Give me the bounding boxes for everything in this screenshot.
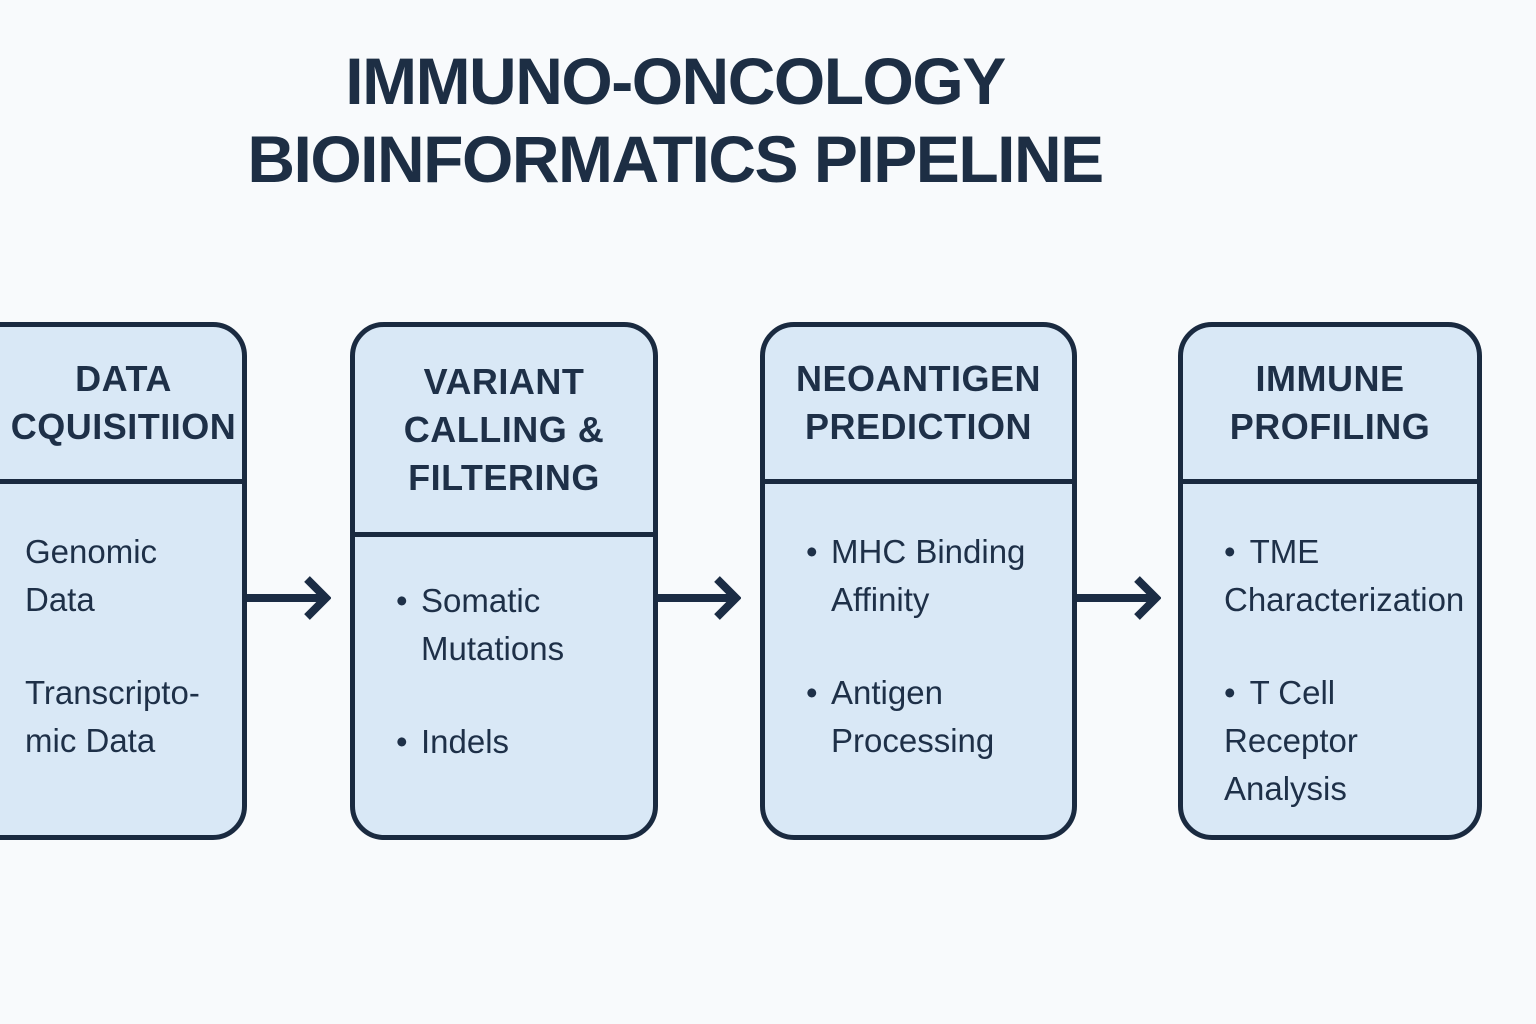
bullet-icon: • [806, 674, 818, 711]
bullet-icon: • [396, 582, 408, 619]
flow-right-arrow-icon [1077, 576, 1161, 620]
list-item-line: Mutations [421, 630, 565, 667]
list-item-line: Characterization [1224, 581, 1465, 618]
list-item-line: Affinity [831, 581, 930, 618]
list-item-line: Somatic [421, 582, 541, 619]
bullet-icon: • [396, 723, 408, 760]
list-item-line: Processing [831, 722, 995, 759]
list-item-line: Analysis [1224, 770, 1347, 807]
bullet-icon: • [1224, 533, 1236, 570]
bullet-icon: • [806, 533, 818, 570]
page-title-line-2: BIOINFORMATICS PIPELINE [247, 122, 1104, 196]
list-item-line: Transcripto- [25, 674, 200, 711]
list-item: • Indels [355, 718, 653, 766]
list-item-line: Antigen [831, 674, 943, 711]
list-item: Transcripto-mic Data [0, 669, 242, 765]
list-item-line: mic Data [25, 722, 156, 759]
list-item-line: Data [25, 581, 95, 618]
bullet-icon: • [1224, 674, 1236, 711]
list-item-line: TME [1249, 533, 1320, 570]
list-item-line: Genomic [25, 533, 158, 570]
page-title-line-1: IMMUNO-ONCOLOGY [345, 44, 1006, 118]
list-item-line: Indels [421, 723, 510, 760]
list-item-line: Receptor [1224, 722, 1358, 759]
flow-right-arrow-icon [247, 576, 331, 620]
list-item: • TME Characterization [1183, 528, 1477, 624]
list-item-line: MHC Binding [831, 533, 1026, 570]
flow-right-arrow-icon [657, 576, 741, 620]
list-item-line: T Cell [1249, 674, 1336, 711]
